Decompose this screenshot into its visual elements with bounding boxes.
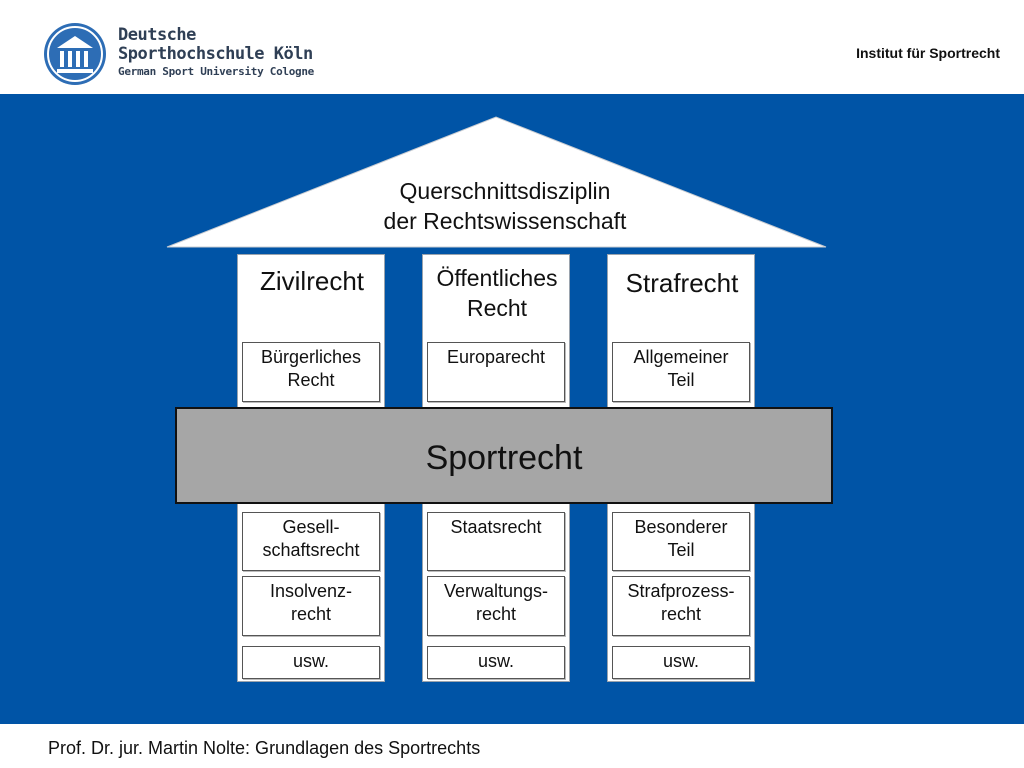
university-building-icon — [44, 23, 106, 85]
pillar-box-top: Bürgerliches Recht — [242, 342, 380, 402]
logo-line-2: Sporthochschule Köln — [118, 44, 313, 64]
pillar-box: Strafprozess- recht — [612, 576, 750, 636]
logo-line-3: German Sport University Cologne — [118, 65, 314, 78]
pillar-title: Strafrecht — [608, 268, 756, 298]
box-text-line: Europarecht — [446, 347, 546, 367]
roof-line-2: der Rechtswissenschaft — [383, 208, 627, 234]
university-logo-text: Deutsche Sporthochschule Köln German Spo… — [118, 26, 314, 79]
pillar-title: Zivilrecht — [238, 266, 386, 296]
pillar-box-top: Allgemeiner Teil — [612, 342, 750, 402]
pillar-box: Verwaltungs- recht — [427, 576, 565, 636]
box-text-line: recht — [290, 604, 332, 624]
box-text-line: recht — [475, 604, 517, 624]
roof-label: Querschnittsdisziplin der Rechtswissensc… — [330, 176, 680, 236]
band-label: Sportrecht — [425, 439, 583, 477]
pillar-title-line: Strafrecht — [625, 268, 739, 298]
sportrecht-band: Sportrecht — [175, 407, 833, 504]
pillar-box-top: Europarecht — [427, 342, 565, 402]
pillar-box: usw. — [427, 646, 565, 679]
box-text-line: Besonderer — [634, 517, 728, 537]
box-text-line: recht — [660, 604, 702, 624]
pillar-title: Öffentliches Recht — [423, 263, 571, 323]
roof-line-1: Querschnittsdisziplin — [399, 178, 611, 204]
pillar-box: usw. — [612, 646, 750, 679]
pillar-box: Besonderer Teil — [612, 512, 750, 571]
box-text-line: Insolvenz- — [269, 581, 353, 601]
pillar-box: Staatsrecht — [427, 512, 565, 571]
pillar-box: Insolvenz- recht — [242, 576, 380, 636]
slide-header: Deutsche Sporthochschule Köln German Spo… — [0, 0, 1024, 94]
pillar-title-line: Zivilrecht — [259, 266, 364, 296]
pillar-title-line: Öffentliches — [436, 265, 558, 291]
institute-label: Institut für Sportrecht — [856, 45, 1000, 61]
box-text-line: Strafprozess- — [627, 581, 735, 601]
box-text-line: Allgemeiner — [633, 347, 729, 367]
pillar-title-line: Recht — [466, 295, 528, 321]
logo-line-1: Deutsche — [118, 25, 196, 45]
box-text-line: Verwaltungs- — [443, 581, 549, 601]
box-text-line: Staatsrecht — [450, 517, 542, 537]
pillar-box: usw. — [242, 646, 380, 679]
box-text-line: Recht — [287, 370, 335, 390]
box-text-line: usw. — [662, 651, 700, 671]
box-text-line: usw. — [292, 651, 330, 671]
box-text-line: Teil — [667, 370, 695, 390]
box-text-line: Gesell- — [282, 517, 340, 537]
box-text-line: schaftsrecht — [262, 540, 360, 560]
box-text-line: Teil — [667, 540, 695, 560]
box-text-line: Bürgerliches — [260, 347, 362, 367]
pillar-box: Gesell- schaftsrecht — [242, 512, 380, 571]
box-text-line: usw. — [477, 651, 515, 671]
footer-text: Prof. Dr. jur. Martin Nolte: Grundlagen … — [48, 738, 481, 758]
